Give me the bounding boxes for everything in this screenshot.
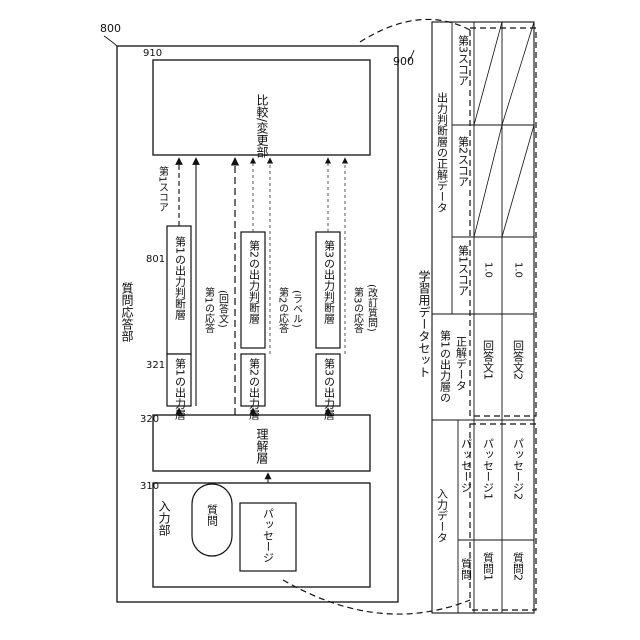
row1-passage: パッセージ1 xyxy=(482,438,495,500)
row1-question: 質問1 xyxy=(482,551,495,581)
judge-header: 出力判断層の正解データ xyxy=(436,91,449,213)
highlight-box-outputs xyxy=(470,28,536,416)
first-response-type: (回答文) xyxy=(217,290,229,328)
ref-801: 801 xyxy=(146,254,165,265)
second-response-label: 第2の応答 xyxy=(277,286,289,334)
training-dataset-block: 900 学習用データセット 入力データ 第1の出力層の 正解データ 出力判断層の… xyxy=(393,22,536,613)
first-output-judge-label: 第1の出力判断層 xyxy=(174,235,187,320)
second-response-type: (ラベル) xyxy=(291,290,303,328)
row2-answer: 回答文2 xyxy=(512,340,525,380)
dataset-title: 学習用データセット xyxy=(417,269,431,378)
ref-800: 800 xyxy=(100,22,121,35)
row2-question: 質問2 xyxy=(512,551,525,581)
col-passage-header: パッセージ xyxy=(460,438,473,493)
second-output-layer-label: 第2の出力層 xyxy=(248,357,261,420)
third-response-type: (改訂質問) xyxy=(366,284,378,332)
row2-score1: 1.0 xyxy=(513,262,524,278)
connector-top xyxy=(360,19,470,42)
first-output-layer-label: 第1の出力層 xyxy=(174,357,187,420)
qa-system-title: 質問応答部 xyxy=(120,281,134,342)
answer-header-line1: 第1の出力層の xyxy=(439,329,452,403)
row1-score1: 1.0 xyxy=(483,262,494,278)
col-score2-header: 第2スコア xyxy=(457,135,470,187)
highlight-box-inputs xyxy=(470,424,536,610)
ref-310: 310 xyxy=(140,481,159,492)
question-node-label: 質問 xyxy=(206,503,219,527)
input-unit-label: 入力部 xyxy=(157,500,171,536)
passage-node-label: パッセージ xyxy=(262,508,275,563)
row1-answer: 回答文1 xyxy=(482,340,495,380)
col-score1-header: 第1スコア xyxy=(457,244,470,296)
third-output-judge-label: 第3の出力判断層 xyxy=(323,239,336,324)
understanding-layer-label: 理解層 xyxy=(255,428,269,465)
first-response-label: 第1の応答 xyxy=(203,286,215,334)
col-score3-header: 第3スコア xyxy=(457,34,470,86)
row2-passage: パッセージ2 xyxy=(512,438,525,500)
answer-header-line2: 正解データ xyxy=(455,336,468,391)
ref-321: 321 xyxy=(146,360,165,371)
third-response-label: 第3の応答 xyxy=(352,286,364,334)
first-score-label: 第1スコア xyxy=(157,165,169,213)
second-output-judge-label: 第2の出力判断層 xyxy=(248,239,261,324)
third-output-layer-label: 第3の出力層 xyxy=(323,357,336,420)
ref-910: 910 xyxy=(143,48,162,59)
ref-320: 320 xyxy=(140,414,159,425)
compare-change-label: 比較/変更部 xyxy=(255,94,269,158)
col-question-header: 質問 xyxy=(460,557,473,581)
qa-system-block: 800 質問応答部 910 比較/変更部 320 理解層 310 入力部 質問 … xyxy=(100,22,398,602)
input-data-header: 入力データ xyxy=(436,488,449,543)
